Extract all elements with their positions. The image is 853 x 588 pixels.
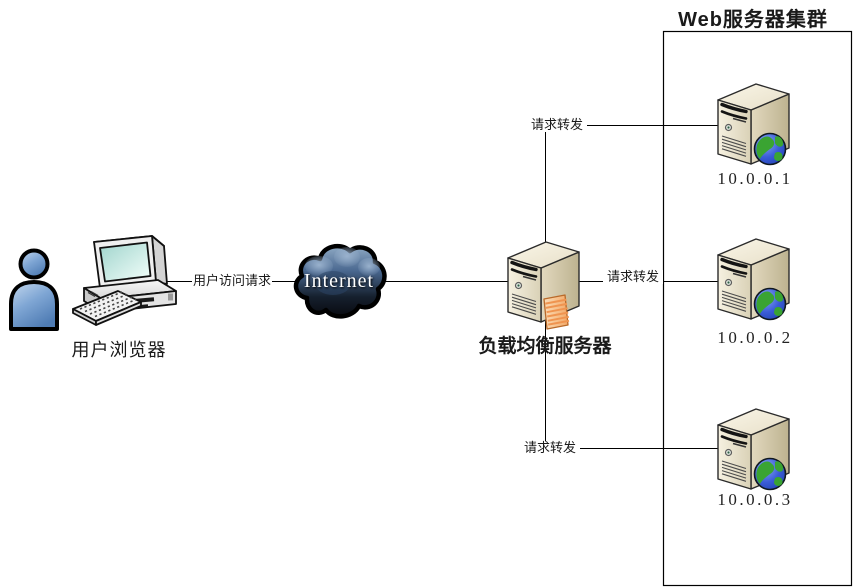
web-server-icon-3	[716, 407, 791, 491]
edge-label-forward-top: 请求转发	[527, 118, 587, 132]
edge-label-client-request: 用户访问请求	[192, 273, 272, 288]
globe-icon	[753, 457, 787, 491]
internet-label: Internet	[303, 270, 375, 292]
web-server-icon-1	[716, 82, 791, 166]
server-ip-label-1: 10.0.0.1	[717, 169, 793, 188]
network-card-icon	[543, 294, 570, 330]
cluster-title: Web服务器集群	[678, 9, 828, 31]
web-server-icon-2	[716, 237, 791, 321]
user-icon	[9, 248, 59, 331]
client-label: 用户浏览器	[71, 340, 167, 360]
server-ip-label-2: 10.0.0.2	[717, 328, 793, 347]
internet-cloud-icon	[293, 243, 387, 319]
globe-icon	[753, 132, 787, 166]
load-balancer-label: 负载均衡服务器	[478, 336, 612, 357]
cluster-box	[662, 30, 853, 587]
server-ip-label-3: 10.0.0.3	[717, 490, 793, 509]
globe-icon	[753, 287, 787, 321]
load-balancer-icon	[506, 240, 581, 330]
edge-label-forward-middle: 请求转发	[603, 270, 663, 284]
desktop-computer-icon	[72, 235, 177, 326]
edge-label-forward-bottom: 请求转发	[520, 441, 580, 455]
